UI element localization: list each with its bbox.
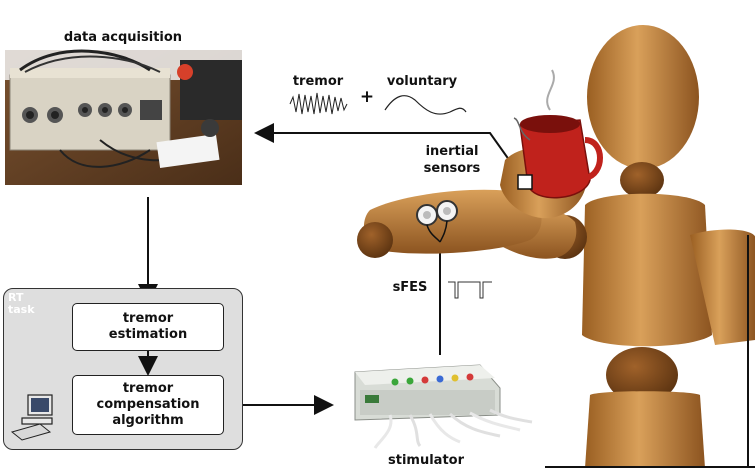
data-acquisition-device	[5, 49, 242, 185]
tremor-signal	[289, 92, 348, 115]
tremor-compensation-algorithm-node: tremor compensation algorithm	[72, 375, 224, 435]
sfes-label: sFES	[393, 280, 428, 295]
inertial-sensors-label-line1: inertial	[426, 144, 479, 159]
plus-sign: +	[360, 87, 374, 107]
tremor-estimation-node: tremor estimation	[72, 303, 224, 351]
stimulator-label: stimulator	[388, 453, 465, 468]
voluntary-signal	[384, 95, 467, 115]
sfes-pulse-signal	[448, 281, 492, 299]
inertial-sensor	[517, 174, 533, 190]
sensor-to-acquisition-arrow	[254, 123, 523, 179]
stimulator-device	[354, 364, 533, 449]
tremor-label: tremor	[293, 74, 344, 89]
rt-task-label: RT task	[8, 291, 35, 316]
mannequin	[357, 25, 755, 468]
inertial-sensors-label-line2: sensors	[424, 161, 481, 176]
data-acquisition-label: data acquisition	[64, 30, 182, 45]
voluntary-label: voluntary	[387, 74, 458, 89]
